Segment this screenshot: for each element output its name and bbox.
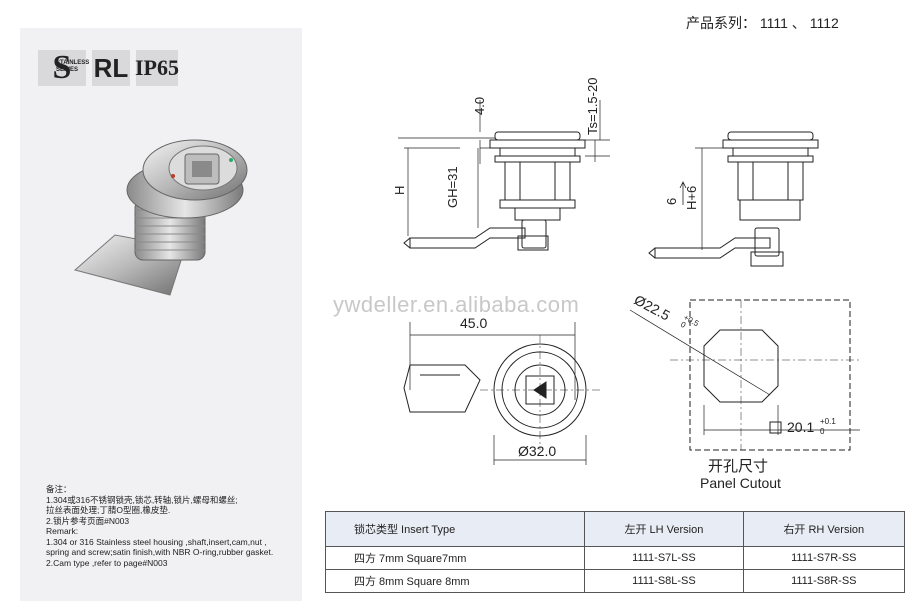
table-cell: 1111-S8R-SS <box>742 569 906 593</box>
watermark: ywdeller.en.alibaba.com <box>333 292 580 317</box>
stainless-series-badge: S STAINLESS SERIES <box>38 49 90 86</box>
remark-line: 1.304或316不锈钢锁壳,锁芯,转轴,锁片,螺母和螺丝; <box>46 494 238 505</box>
spec-table: 锁芯类型 Insert Type 左开 LH Version 右开 RH Ver… <box>324 511 906 593</box>
dim-dia22: Ø22.5 <box>632 292 673 324</box>
rl-badge: RL <box>92 50 130 86</box>
technical-drawing: 4.0 Ts=1.5-20 H GH=31 6 H+6 <box>392 78 860 465</box>
table-cell: 1111-S7L-SS <box>584 546 744 570</box>
side-view-right <box>648 131 819 267</box>
table-header-row: 锁芯类型 Insert Type 左开 LH Version 右开 RH Ver… <box>324 511 906 547</box>
remark-title-en: Remark: <box>46 526 79 536</box>
left-panel <box>20 28 302 601</box>
cutout-label-en: Panel Cutout <box>700 475 781 491</box>
dim-4: 4.0 <box>472 97 487 115</box>
side-view-left <box>398 100 610 251</box>
badge-group: S STAINLESS SERIES RL IP65 <box>38 49 179 86</box>
table-header-cell: 左开 LH Version <box>584 511 744 547</box>
table-row: 四方 8mm Square 8mm 1111-S8L-SS 1111-S8R-S… <box>324 569 906 593</box>
dim-45: 45.0 <box>460 315 487 331</box>
stainless-series-text: STAINLESS SERIES <box>56 60 90 73</box>
panel-cutout <box>629 299 860 451</box>
remark-line: 1.304 or 316 Stainless steel housing ,sh… <box>46 536 267 547</box>
product-photo <box>73 139 248 296</box>
cutout-label-cn: 开孔尺寸 <box>708 458 769 475</box>
table-cell: 四方 7mm Square7mm <box>324 546 586 570</box>
dim-dia32: Ø32.0 <box>518 443 556 459</box>
remark-line: 2.锁片参考页面#N003 <box>46 515 130 526</box>
table-header-cell: 锁芯类型 Insert Type <box>324 511 586 547</box>
remark-line: 2.Cam type ,refer to page#N003 <box>46 557 168 568</box>
table-row: 四方 7mm Square7mm 1111-S7L-SS 1111-S7R-SS <box>324 546 906 570</box>
front-view <box>403 322 600 465</box>
dim-h6: H+6 <box>684 186 699 210</box>
dim-dia22-tol-dn: 0 <box>679 320 688 330</box>
table-header-cell: 右开 RH Version <box>742 511 906 547</box>
stainless-letter: S <box>52 49 72 86</box>
dim-6: 6 <box>664 198 679 205</box>
dim-gh: GH=31 <box>445 166 460 208</box>
remarks-block: 备注： 1.304或316不锈钢锁壳,锁芯,转轴,锁片,螺母和螺丝; 拉丝表面处… <box>46 484 273 568</box>
ip65-badge: IP65 <box>135 50 179 86</box>
remark-line: 拉丝表面处理;丁腈O型圈,橡皮垫. <box>46 505 171 515</box>
product-series-label: 产品系列： 1111 、 1112 <box>686 15 839 31</box>
remark-line: spring and screw;satin finish,with NBR O… <box>46 547 274 557</box>
dim-w20: 20.1 <box>787 419 814 435</box>
dim-w20-tol-up: +0.1 <box>820 417 836 426</box>
table-cell: 1111-S8L-SS <box>584 569 744 593</box>
table-cell: 1111-S7R-SS <box>742 546 906 570</box>
remark-title-cn: 备注： <box>46 484 72 494</box>
dim-w20-tol-dn: 0 <box>820 427 825 436</box>
dim-ts: Ts=1.5-20 <box>585 78 600 135</box>
dim-h: H <box>392 186 407 195</box>
table-cell: 四方 8mm Square 8mm <box>324 569 586 593</box>
